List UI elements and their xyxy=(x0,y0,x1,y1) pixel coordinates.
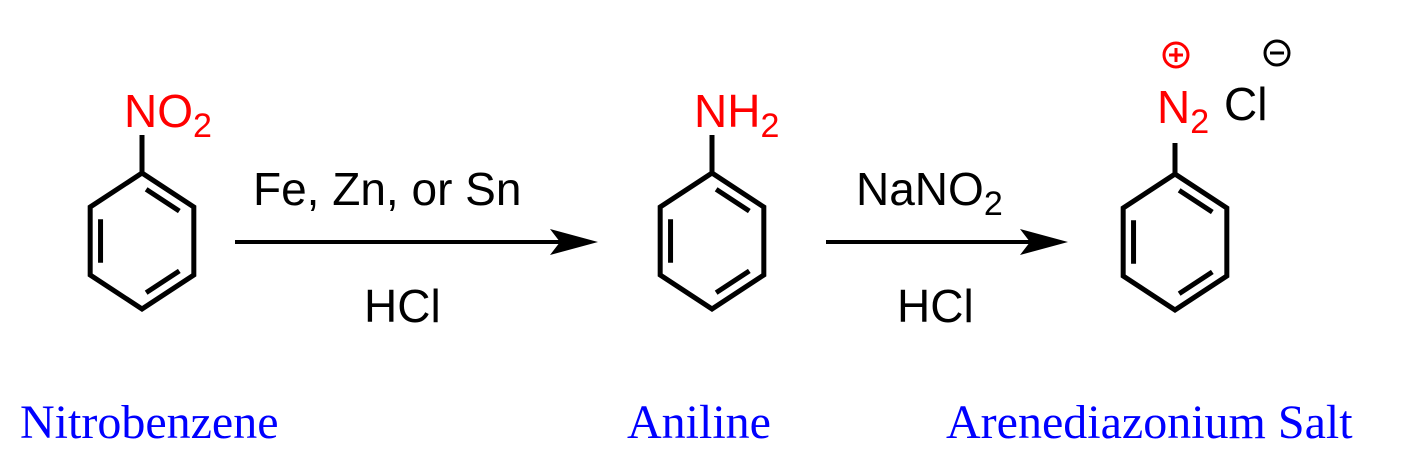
ring-bonds xyxy=(1120,171,1230,313)
diazonium-group-label: N2 xyxy=(1157,81,1209,141)
aniline-name: Aniline xyxy=(627,396,771,449)
arrow-head-2 xyxy=(1020,229,1068,255)
chloride-label: Cl xyxy=(1224,78,1267,130)
nitrobenzene-benzene-ring xyxy=(87,135,197,312)
positive-charge-icon xyxy=(1162,41,1190,69)
double-bond xyxy=(144,187,181,214)
double-bond xyxy=(714,268,751,295)
step2-reagent-above: NaNO2 xyxy=(856,163,1003,223)
step1-reagent-below: HCl xyxy=(364,280,441,332)
step1-reagent-above: Fe, Zn, or Sn xyxy=(253,163,521,215)
aniline-benzene-ring xyxy=(657,135,767,312)
nitrobenzene-name: Nitrobenzene xyxy=(20,396,279,449)
double-bond xyxy=(1177,269,1214,296)
negative-charge-icon xyxy=(1263,39,1291,67)
arenediazonium-salt-name: Arenediazonium Salt xyxy=(946,396,1353,449)
amino-group-label: NH2 xyxy=(694,85,779,145)
arrow-head-1 xyxy=(550,229,598,255)
nitro-group-label: NO2 xyxy=(124,85,212,145)
double-bond xyxy=(144,268,181,295)
ring-bonds xyxy=(657,170,767,312)
double-bond xyxy=(1177,188,1214,215)
double-bond xyxy=(714,187,751,214)
step2-reagent-below: HCl xyxy=(897,280,974,332)
diazonium-benzene-ring xyxy=(1120,143,1230,313)
ring-bonds xyxy=(87,170,197,312)
